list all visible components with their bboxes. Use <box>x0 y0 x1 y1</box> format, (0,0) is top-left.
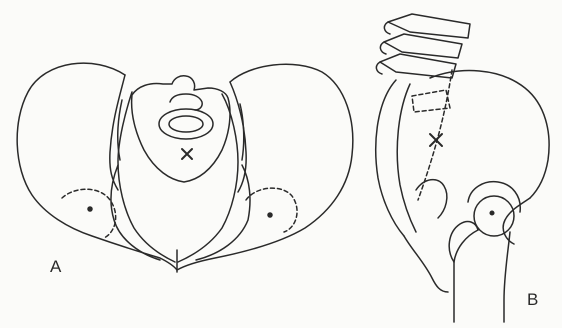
sacrum-lateral <box>376 80 404 236</box>
vertebral-body-inner <box>169 116 203 132</box>
vertebral-body-outer <box>159 109 213 139</box>
right-hip-center-dot <box>268 213 272 217</box>
left-hip-center-dot <box>88 207 92 211</box>
gravity-dashed-line <box>418 70 452 200</box>
anterior-iliac-spine <box>503 198 530 244</box>
panel-b-label: B <box>527 291 538 308</box>
pelvis-front-view <box>17 63 353 272</box>
greater-sciatic-notch <box>416 180 447 218</box>
lumbar-vertebra-2 <box>384 34 462 58</box>
lumbar-vertebra-3 <box>380 54 456 78</box>
sacrum-outline <box>132 76 230 182</box>
iliac-crest <box>430 71 549 198</box>
femur-shaft <box>454 232 510 322</box>
panel-a-label: A <box>50 258 61 275</box>
panel-a-x-marker <box>182 149 192 159</box>
ischium <box>404 236 448 292</box>
femur-neck <box>454 230 478 262</box>
right-ilium-outline <box>177 64 353 270</box>
femoral-head-center-dot <box>490 211 494 215</box>
pelvis-lateral-view <box>376 14 549 322</box>
left-ilium-outline <box>17 63 177 270</box>
right-pelvic-brim <box>178 94 238 262</box>
spinous-process <box>170 94 202 110</box>
left-acetabulum-dashed <box>62 189 116 238</box>
lumbar-vertebra-1 <box>388 14 470 38</box>
sacral-dashed-outline <box>412 90 450 112</box>
right-acetabulum-dashed <box>246 188 297 232</box>
left-pelvic-brim <box>118 92 175 262</box>
